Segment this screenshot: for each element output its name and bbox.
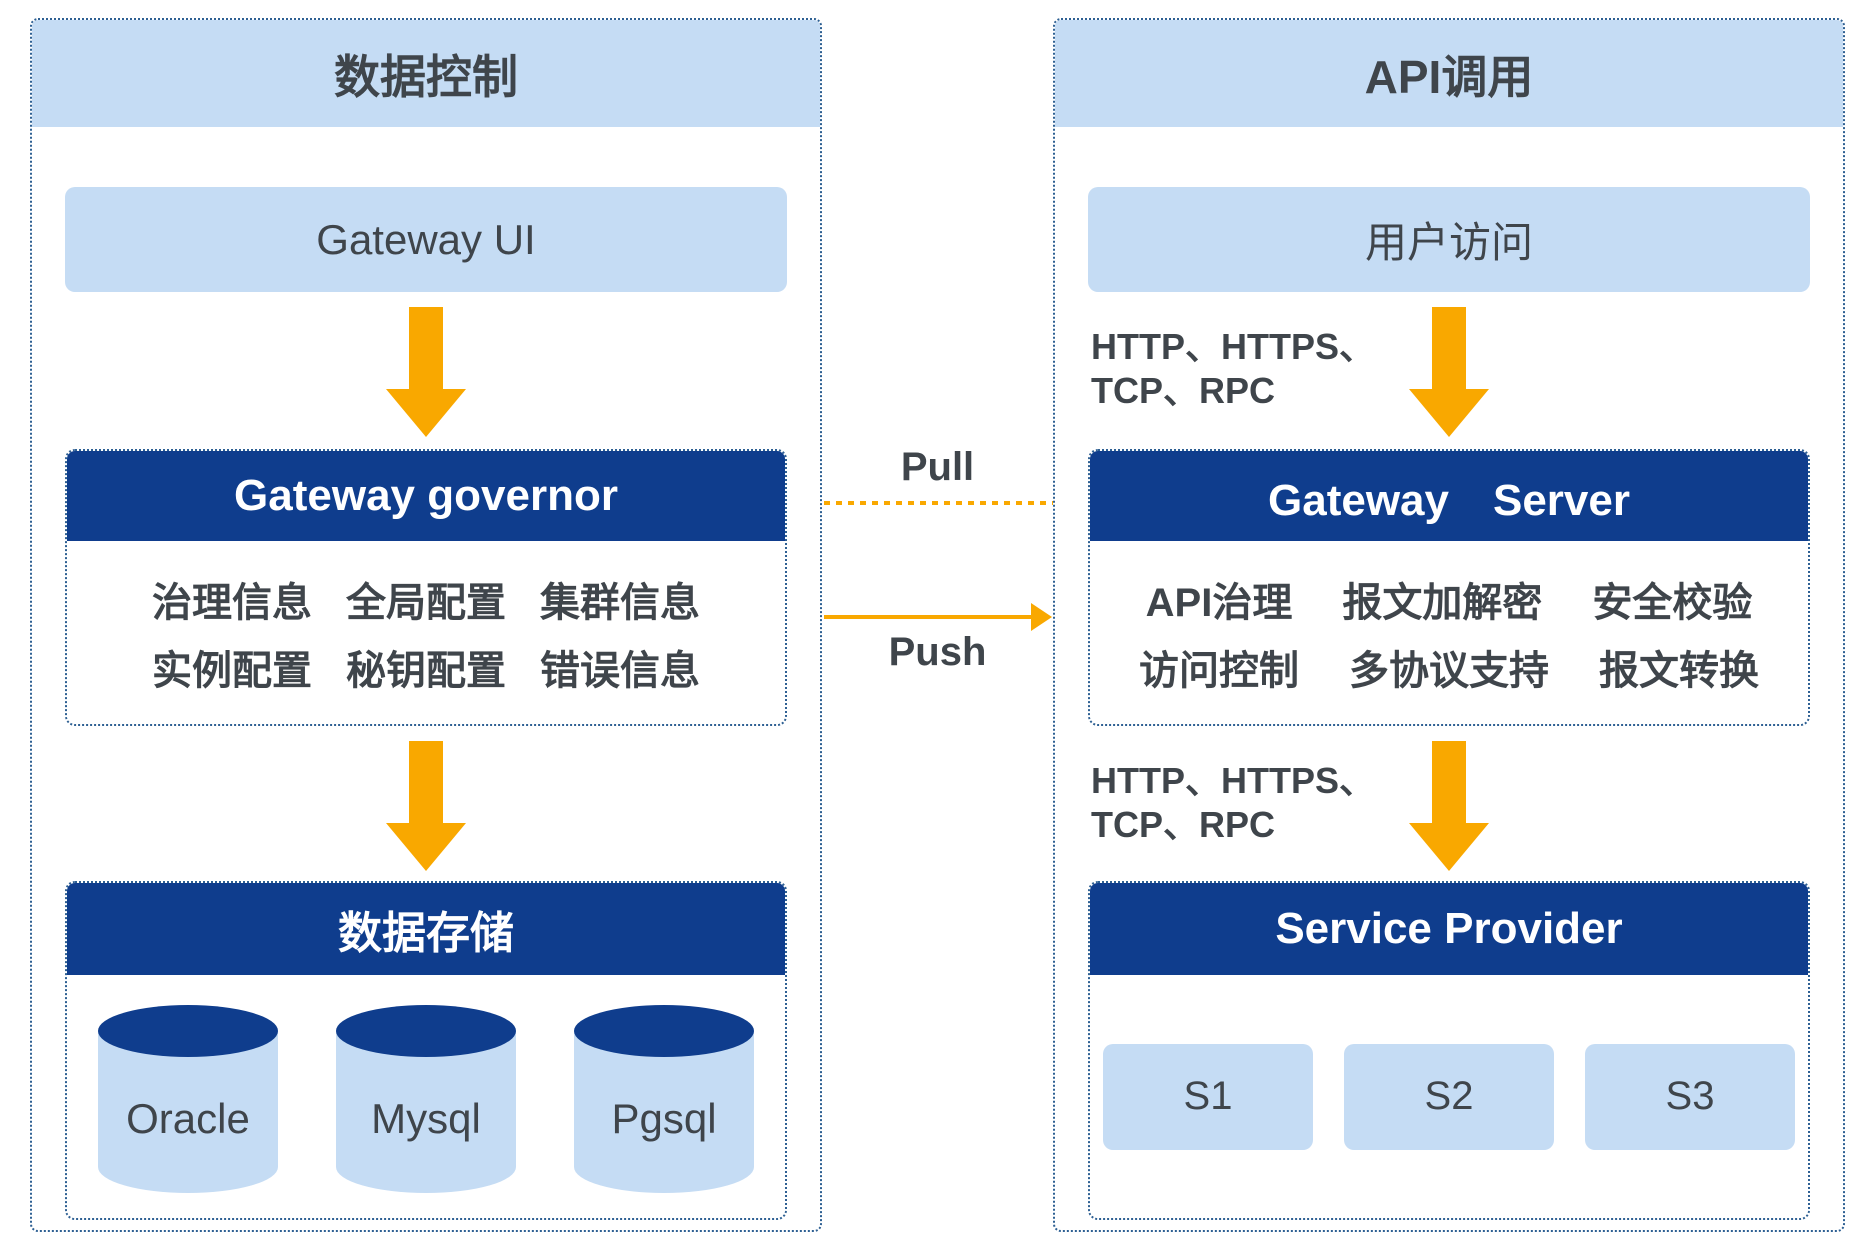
service-box: S3: [1585, 1043, 1795, 1150]
arrow-row: HTTP、HTTPS、 TCP、RPC: [1055, 741, 1843, 871]
cylinder-top-icon: [336, 1005, 516, 1057]
down-arrow-icon: [386, 741, 466, 871]
gateway-ui-box: Gateway UI: [65, 187, 787, 292]
gateway-server-body: API治理 报文加解密 安全校验 访问控制 多协议支持 报文转换: [1090, 541, 1808, 724]
data-storage-title: 数据存储: [67, 883, 785, 975]
server-item: 访问控制: [1139, 648, 1299, 693]
protocol-label: HTTP、HTTPS、 TCP、RPC: [1091, 325, 1375, 413]
server-item: 报文加解密: [1342, 580, 1543, 625]
push-arrow-line: [824, 603, 1052, 631]
arrow-row: [32, 741, 820, 871]
database-label: Oracle: [98, 1031, 278, 1193]
governor-item: 集群信息: [540, 580, 700, 625]
push-label: Push: [888, 630, 987, 674]
server-item: API治理: [1145, 580, 1293, 625]
service-box: S1: [1103, 1043, 1313, 1150]
governor-item: 秘钥配置: [346, 648, 506, 693]
governor-row: 实例配置 秘钥配置 错误信息: [67, 638, 785, 696]
pull-label: Pull: [900, 445, 975, 489]
governor-row: 治理信息 全局配置 集群信息: [67, 570, 785, 628]
gateway-governor-title: Gateway governor: [67, 451, 785, 541]
service-box: S2: [1344, 1043, 1554, 1150]
gateway-server-box: Gateway Server API治理 报文加解密 安全校验 访问控制 多协议…: [1088, 449, 1810, 726]
data-control-panel: 数据控制 Gateway UI Gateway governor 治理信息 全局…: [30, 18, 822, 1232]
database-cylinder: Mysql: [336, 1005, 516, 1193]
gateway-governor-box: Gateway governor 治理信息 全局配置 集群信息 实例配置 秘钥配…: [65, 449, 787, 726]
protocol-line: HTTP、HTTPS、: [1091, 326, 1375, 367]
gateway-server-title: Gateway Server: [1090, 451, 1808, 541]
governor-item: 错误信息: [540, 648, 700, 693]
pull-dotted-line: [824, 501, 1053, 505]
data-storage-box: 数据存储 Oracle Mysql Pgsql: [65, 881, 787, 1220]
arrow-row: [32, 307, 820, 437]
arrow-row: HTTP、HTTPS、 TCP、RPC: [1055, 307, 1843, 437]
server-row: API治理 报文加解密 安全校验: [1090, 570, 1808, 628]
server-item: 报文转换: [1599, 648, 1759, 693]
service-provider-title: Service Provider: [1090, 883, 1808, 975]
governor-item: 治理信息: [152, 580, 312, 625]
protocol-label: HTTP、HTTPS、 TCP、RPC: [1091, 759, 1375, 847]
database-cylinder: Oracle: [98, 1005, 278, 1193]
cylinder-top-icon: [574, 1005, 754, 1057]
data-control-panel-title: 数据控制: [32, 20, 820, 127]
data-storage-body: Oracle Mysql Pgsql: [67, 975, 785, 1218]
server-item: 安全校验: [1592, 580, 1753, 625]
protocol-line: TCP、RPC: [1091, 370, 1276, 411]
protocol-line: TCP、RPC: [1091, 804, 1276, 845]
arrowhead-right-icon: [1031, 603, 1052, 631]
down-arrow-icon: [1409, 741, 1489, 871]
protocol-line: HTTP、HTTPS、: [1091, 760, 1375, 801]
service-provider-box: Service Provider S1 S2 S3: [1088, 881, 1810, 1220]
database-label: Pgsql: [574, 1031, 754, 1193]
api-call-panel-title: API调用: [1055, 20, 1843, 127]
service-provider-body: S1 S2 S3: [1090, 975, 1808, 1218]
down-arrow-icon: [386, 307, 466, 437]
api-call-panel: API调用 用户访问 HTTP、HTTPS、 TCP、RPC Gateway S…: [1053, 18, 1845, 1232]
database-label: Mysql: [336, 1031, 516, 1193]
user-access-box: 用户访问: [1088, 187, 1810, 292]
database-cylinder: Pgsql: [574, 1005, 754, 1193]
server-row: 访问控制 多协议支持 报文转换: [1090, 638, 1808, 696]
gateway-governor-body: 治理信息 全局配置 集群信息 实例配置 秘钥配置 错误信息: [67, 541, 785, 724]
governor-item: 全局配置: [346, 580, 506, 625]
down-arrow-icon: [1409, 307, 1489, 437]
server-item: 多协议支持: [1349, 648, 1549, 693]
cylinder-top-icon: [98, 1005, 278, 1057]
governor-item: 实例配置: [152, 648, 312, 693]
